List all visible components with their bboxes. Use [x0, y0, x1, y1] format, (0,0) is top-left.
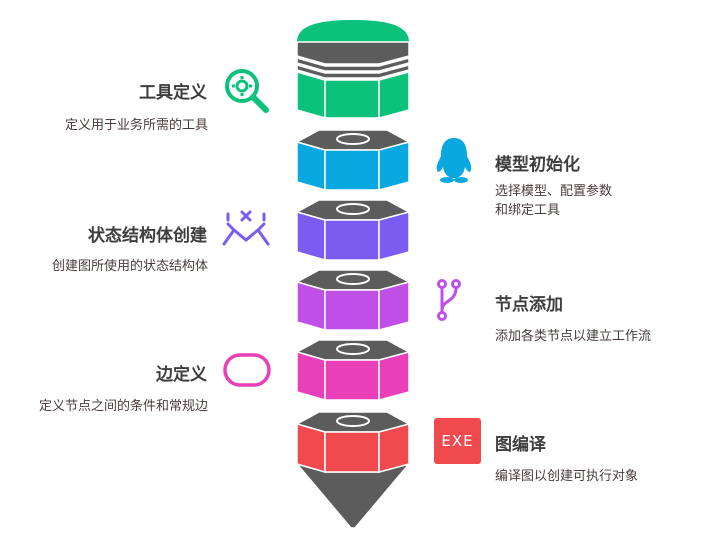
nut-front-face — [324, 359, 380, 401]
step-title-node-add: 节点添加 — [495, 295, 563, 315]
nut-right-face — [378, 281, 410, 331]
nut-hole-ring — [336, 133, 370, 145]
nut-right-face — [378, 351, 410, 401]
step-title-model-init: 模型初始化 — [495, 155, 580, 175]
exe-icon-label: EXE — [441, 432, 474, 450]
pencil-eraser-cap — [296, 20, 410, 119]
nut-right-face — [378, 423, 410, 473]
nut-hole-ring — [336, 203, 370, 215]
step-desc-graph-compile: 编译图以创建可执行对象 — [495, 469, 639, 484]
step-desc-edge-definition: 定义节点之间的条件和常规边 — [38, 399, 208, 414]
nut-left-face — [296, 423, 326, 473]
branch-icon — [437, 279, 461, 321]
pencil-segment-5 — [295, 339, 412, 401]
nut-right-face — [378, 211, 410, 261]
rounded-rect-icon — [223, 353, 271, 387]
cap-right-face — [378, 71, 410, 119]
pencil-segment-2 — [295, 129, 412, 191]
nut-right-face — [378, 141, 410, 191]
step-title-state-struct: 状态结构体创建 — [88, 226, 207, 246]
step-desc-node-add: 添加各类节点以建立工作流 — [495, 329, 652, 344]
pencil-tip — [294, 462, 412, 529]
nut-left-face — [296, 351, 326, 401]
exe-icon: EXE — [434, 418, 481, 464]
pencil-segment-3 — [295, 199, 412, 261]
nut-hole-ring — [336, 343, 370, 355]
nut-front-face — [324, 431, 380, 473]
nut-front-face — [324, 219, 380, 261]
step-title-tool-definition: 工具定义 — [139, 83, 207, 103]
nut-left-face — [296, 281, 326, 331]
nut-left-face — [296, 141, 326, 191]
step-title-edge-definition: 边定义 — [156, 365, 207, 385]
structure-icon — [222, 210, 270, 246]
cap-front-face — [324, 79, 380, 119]
step-desc-model-init-line1: 选择模型、配置参数 — [495, 184, 613, 199]
nut-hole-ring — [336, 415, 370, 427]
step-title-graph-compile: 图编译 — [495, 435, 546, 455]
nut-front-face — [324, 289, 380, 331]
cap-band-3 — [296, 64, 410, 79]
nut-left-face — [296, 211, 326, 261]
nut-hole-ring — [336, 273, 370, 285]
cap-band-2 — [296, 57, 410, 72]
pencil-segment-6 — [294, 411, 412, 529]
penguin-icon — [436, 138, 472, 183]
cap-band — [296, 41, 410, 65]
step-desc-tool-definition: 定义用于业务所需的工具 — [64, 118, 208, 133]
step-desc-state-struct: 创建图所使用的状态结构体 — [51, 259, 208, 274]
pencil-segment-4 — [295, 269, 412, 331]
gear-search-icon — [225, 69, 269, 113]
cap-left-face — [296, 71, 326, 119]
cap-dome — [297, 20, 409, 42]
step-desc-model-init-line2: 和绑定工具 — [495, 203, 561, 218]
nut-front-face — [324, 149, 380, 191]
